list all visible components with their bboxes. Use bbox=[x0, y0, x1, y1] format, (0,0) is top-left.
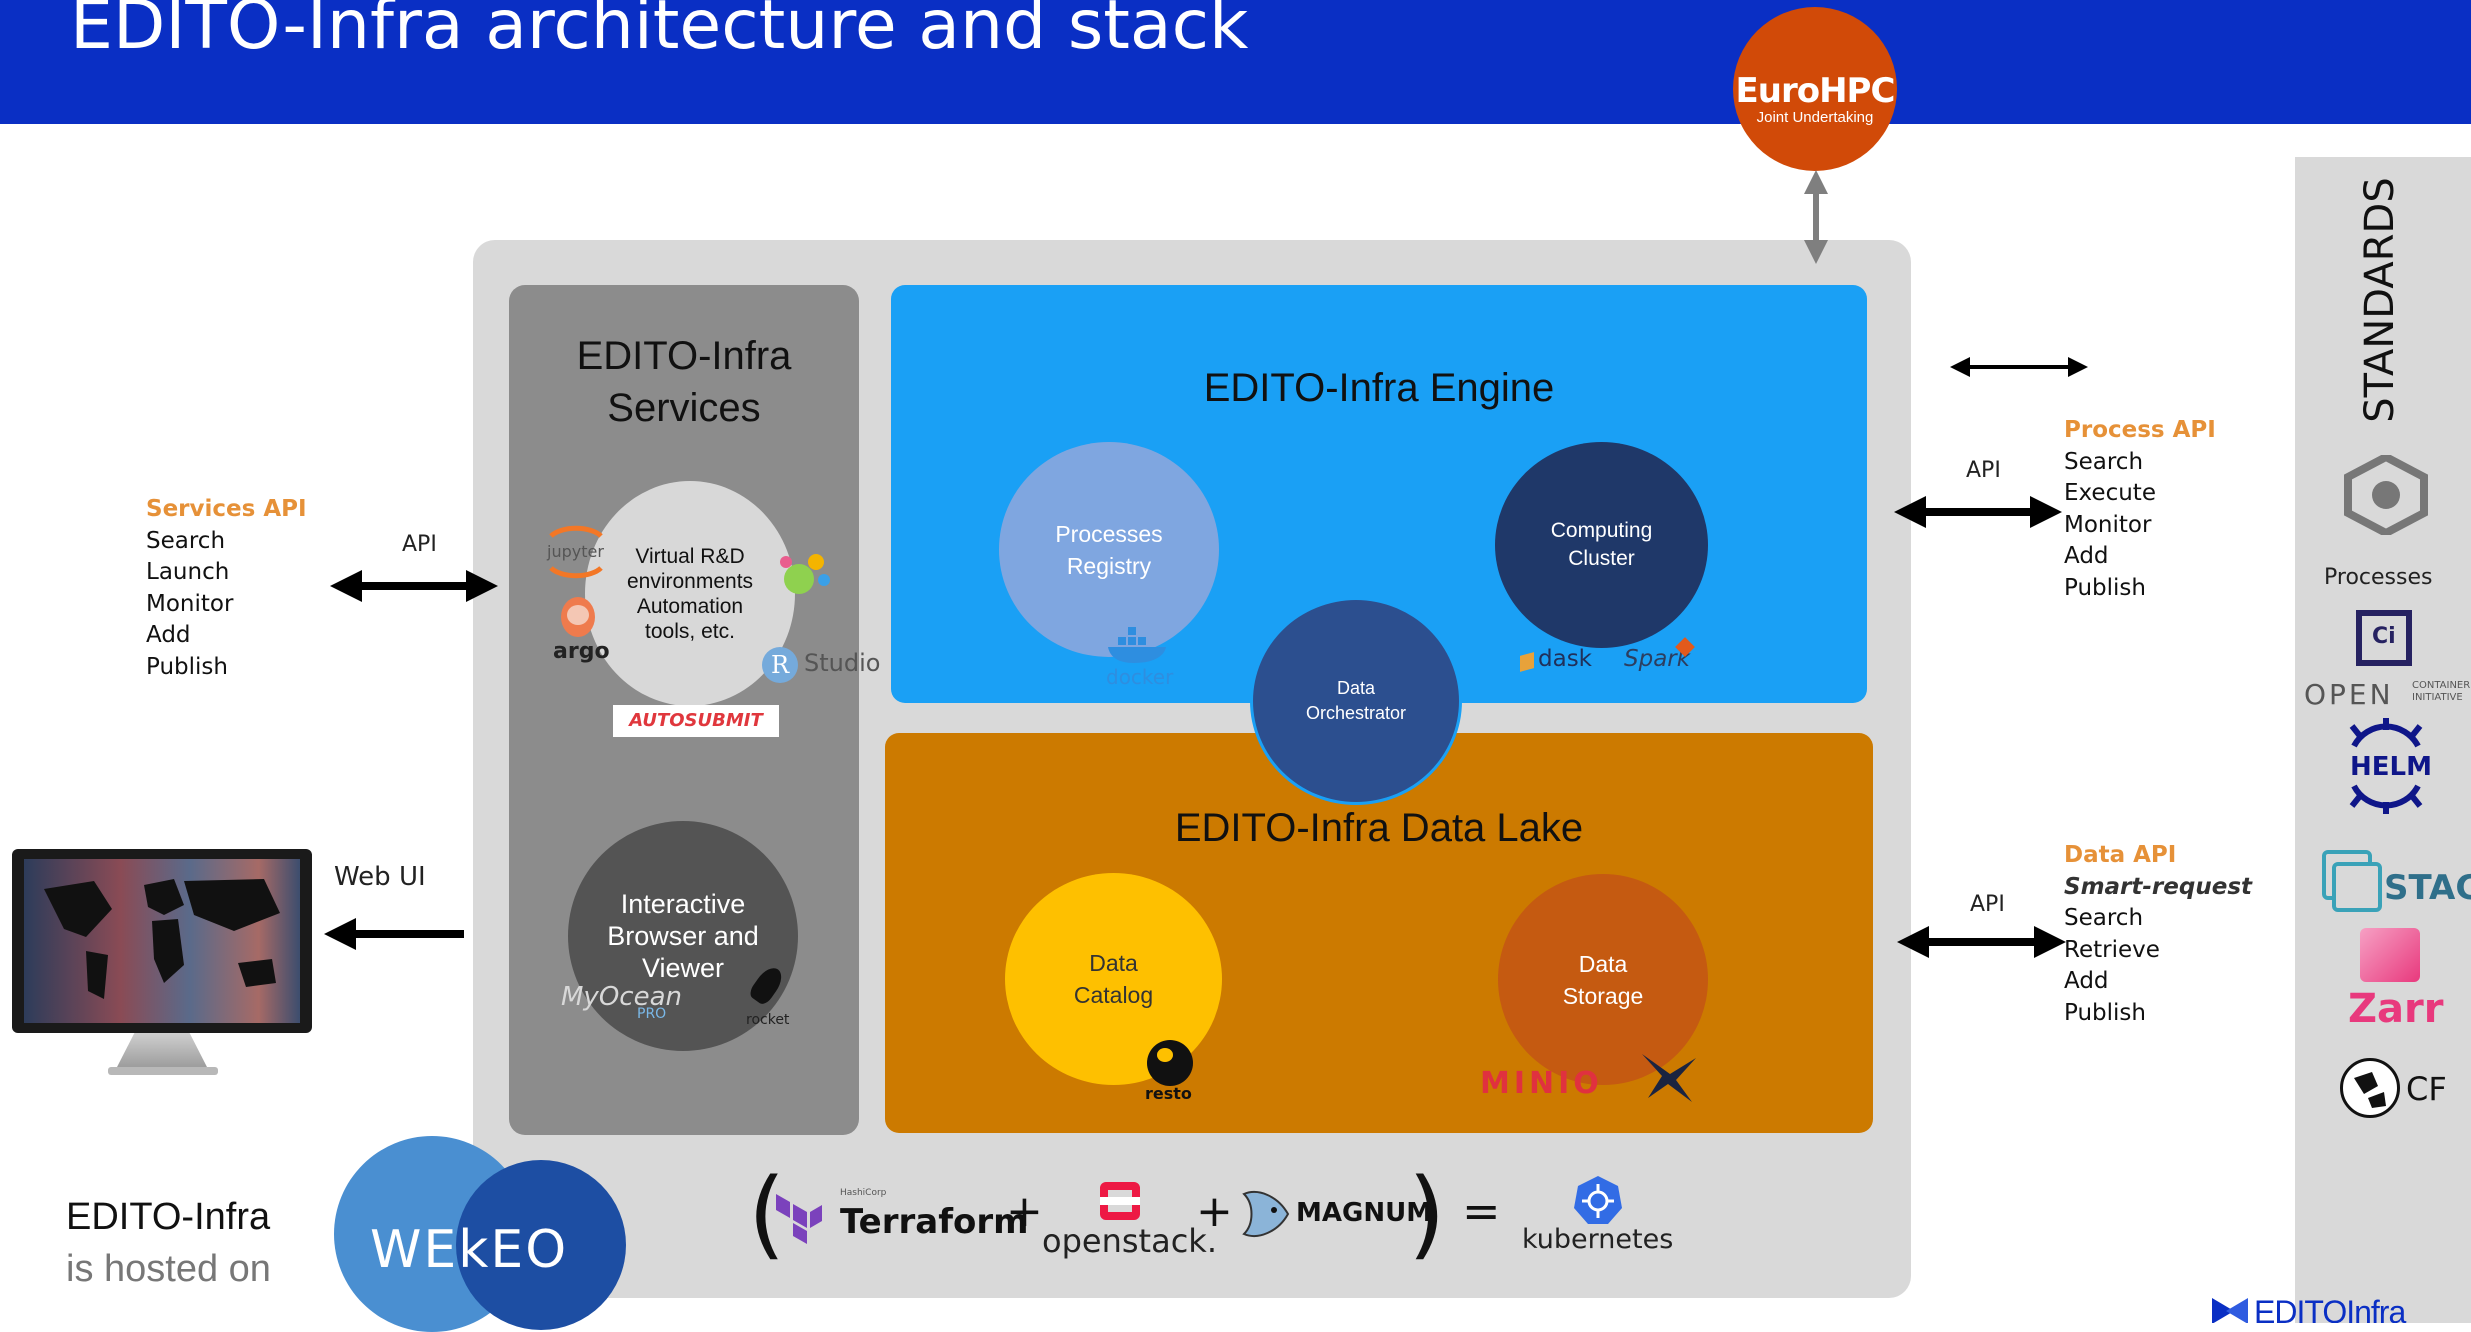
process-api-block: Process API Search Execute Monitor Add P… bbox=[2064, 417, 2216, 601]
eurohpc-name: EuroHPC bbox=[1735, 71, 1896, 111]
eurohpc-logo: EuroHPC Joint Undertaking bbox=[1733, 7, 1897, 171]
wekeo-logo-text: WEkEO bbox=[370, 1220, 569, 1280]
autosubmit-logo: AUTOSUBMIT bbox=[613, 705, 779, 737]
header-bar bbox=[0, 0, 2471, 124]
stack-plus-2: + bbox=[1196, 1186, 1233, 1237]
rocket-logo: rocket bbox=[738, 962, 798, 1034]
docker-logo: docker bbox=[1104, 625, 1180, 691]
conda-dots-icon bbox=[778, 550, 834, 600]
stack-close-paren: ) bbox=[1408, 1158, 1446, 1270]
resto-logo: resto bbox=[1143, 1040, 1199, 1106]
services-api-arrow-label: API bbox=[402, 532, 437, 557]
browser-viewer-circle: Interactive Browser and Viewer bbox=[568, 821, 798, 1051]
helm-logo: HELM bbox=[2336, 716, 2436, 816]
monitor-base bbox=[108, 1067, 218, 1075]
hosted-line-1: EDITO-Infra bbox=[66, 1196, 271, 1238]
process-api-arrow-label: API bbox=[1966, 458, 2001, 483]
stac-logo: STAC bbox=[2322, 850, 2471, 918]
data-lake-title: EDITO-Infra Data Lake bbox=[1174, 806, 1584, 850]
standards-panel bbox=[2295, 157, 2471, 1323]
web-ui-label: Web UI bbox=[334, 862, 426, 892]
services-api-block: Services API Search Launch Monitor Add P… bbox=[146, 496, 307, 680]
data-api-arrow-label: API bbox=[1970, 892, 2005, 917]
zarr-logo: Zarr bbox=[2342, 928, 2443, 1040]
wekeo-logo-circle-inner bbox=[456, 1160, 626, 1330]
kubernetes-logo: kubernetes bbox=[1520, 1174, 1680, 1255]
minio-logo: MINIO bbox=[1480, 1048, 1700, 1104]
vrd-environments-circle: Virtual R&D environments Automation tool… bbox=[585, 481, 795, 706]
monitor-screen bbox=[12, 849, 312, 1033]
argo-logo: argo bbox=[551, 597, 610, 667]
stack-plus-1: + bbox=[1006, 1186, 1043, 1237]
ogc-logo bbox=[2344, 452, 2428, 538]
eurohpc-sub: Joint Undertaking bbox=[1756, 109, 1874, 126]
stack-equals: = bbox=[1462, 1184, 1501, 1238]
edito-footer-logo: EDITOInfra bbox=[2212, 1292, 2471, 1323]
jupyter-logo: jupyter bbox=[543, 522, 609, 582]
stack-open-paren: ( bbox=[748, 1158, 786, 1270]
page-title: EDITO-Infra architecture and stack bbox=[70, 0, 1249, 65]
terraform-logo: HashiCorp Terraform bbox=[774, 1188, 1029, 1248]
openstack-logo: openstack. bbox=[1038, 1178, 1217, 1262]
hosted-line-2: is hosted on bbox=[66, 1248, 271, 1290]
cf-logo: CF bbox=[2340, 1058, 2471, 1126]
services-title: EDITO-Infra Services bbox=[576, 334, 792, 430]
spark-logo: Spark bbox=[1624, 637, 1704, 676]
dask-logo: dask bbox=[1520, 646, 1606, 676]
oci-logo: Ci OPEN CONTAINER INITIATIVE bbox=[2304, 610, 2471, 711]
engine-title: EDITO-Infra Engine bbox=[1203, 366, 1555, 410]
magnum-logo: MAGNUM bbox=[1238, 1184, 1432, 1244]
rstudio-logo: R Studio bbox=[762, 645, 882, 685]
world-map bbox=[24, 859, 300, 1023]
myocean-logo: MyOcean PRO bbox=[561, 982, 682, 1022]
standards-processes-label: Processes bbox=[2324, 565, 2433, 590]
data-api-block: Data API Smart-request Search Retrieve A… bbox=[2064, 842, 2252, 1026]
